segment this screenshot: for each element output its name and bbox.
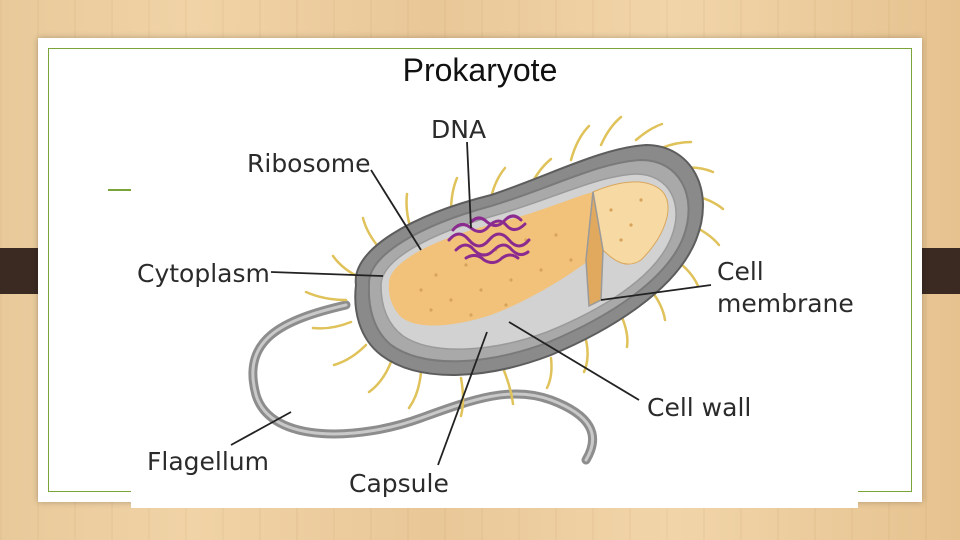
leader-lines [230, 141, 712, 466]
accent-line [108, 189, 138, 191]
prokaryote-diagram: DNA Ribosome Cytoplasm Cell membrane Cel… [131, 100, 858, 508]
label-dna: DNA [431, 115, 486, 144]
cytoplasm [388, 192, 603, 326]
label-ribosome: Ribosome [247, 149, 371, 178]
label-cell-membrane-line1: Cell [717, 257, 764, 286]
dna-strands [447, 214, 531, 265]
label-cell-membrane-line2: membrane [717, 289, 854, 318]
label-cytoplasm: Cytoplasm [137, 259, 270, 288]
label-cell-wall: Cell wall [647, 393, 751, 422]
label-flagellum: Flagellum [147, 447, 269, 476]
label-capsule: Capsule [349, 469, 449, 498]
ribosomes [419, 198, 643, 317]
slide-title: Prokaryote [402, 52, 558, 88]
